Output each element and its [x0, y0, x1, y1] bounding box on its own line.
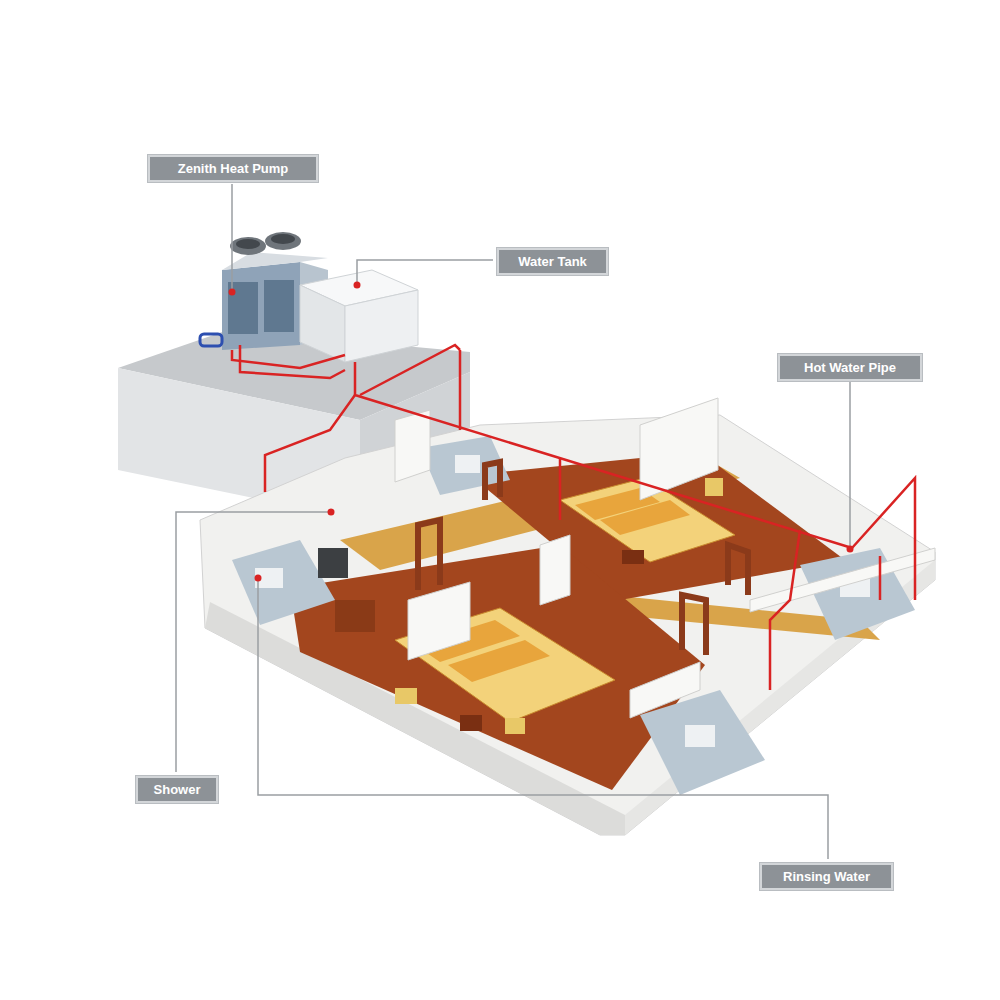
label-text: Shower — [146, 781, 208, 798]
callout-label: Hot Water Pipe — [778, 354, 922, 381]
door-frames-part — [682, 595, 706, 655]
callout-label: Water Tank — [497, 248, 608, 275]
callout-label: Rinsing Water — [760, 863, 893, 890]
heat-pump-unit-part — [230, 237, 266, 255]
leader-lines-part — [231, 184, 233, 290]
water-tank-part — [300, 285, 345, 362]
callout-dots-part — [229, 289, 236, 296]
hot-water-pipes-part — [265, 395, 355, 492]
lower-bedroom — [290, 545, 705, 790]
label-text: Hot Water Pipe — [788, 359, 912, 376]
hot-water-pipes-part — [360, 345, 460, 395]
water-tank-part — [345, 290, 418, 362]
lower-bedroom-part — [290, 545, 705, 790]
heat-pump-unit-part — [222, 262, 300, 350]
water-tank — [300, 270, 418, 362]
callout-dots-part — [328, 509, 335, 516]
bathrooms-part — [685, 725, 715, 747]
upper-bedroom-part — [705, 478, 723, 496]
floor-slab-part — [200, 415, 935, 835]
lower-bedroom-part — [395, 688, 417, 704]
bathrooms — [232, 436, 915, 795]
heat-pump-unit-part — [236, 239, 260, 249]
upper-bedroom-part — [600, 500, 690, 535]
bathrooms-part — [318, 548, 348, 578]
heat-pump-unit-part — [265, 232, 301, 250]
leader-lines-part — [258, 580, 828, 859]
door-frames-part — [418, 520, 440, 590]
door-frames-part — [485, 462, 500, 500]
upper-bedroom-part — [622, 550, 644, 564]
hot-water-pipes-part — [240, 345, 345, 378]
hot-water-pipes-part — [459, 350, 462, 430]
leader-lines-part — [176, 512, 328, 772]
leader-lines-part — [357, 260, 493, 282]
callout-label: Shower — [136, 776, 218, 803]
leader-lines-part — [849, 382, 851, 546]
partition-walls-part — [750, 548, 935, 612]
lower-bedroom-part — [448, 640, 550, 682]
door-frames — [418, 462, 748, 655]
lower-bedroom-part — [505, 718, 525, 734]
hot-water-pipes — [232, 345, 915, 690]
lower-bedroom-part — [335, 600, 375, 632]
partition-walls-part — [640, 398, 718, 500]
hot-water-pipes-part — [770, 530, 800, 690]
label-text: Rinsing Water — [770, 868, 883, 885]
callout-dots-part — [354, 282, 361, 289]
floor-slab — [200, 415, 935, 835]
hot-water-pipes-part — [559, 458, 562, 520]
lower-bedroom-part — [460, 715, 482, 731]
heat-pump-unit-part — [271, 234, 295, 244]
hot-water-pipes-part — [879, 556, 882, 600]
partition-walls-part — [540, 535, 570, 605]
heat-pump-unit-part — [228, 282, 258, 334]
label-text: Zenith Heat Pump — [158, 160, 308, 177]
bathrooms-part — [255, 568, 283, 588]
callout-dots-part — [847, 546, 854, 553]
callout-dots — [229, 282, 854, 582]
partition-walls — [395, 398, 935, 718]
hot-water-pipes-part — [232, 350, 345, 368]
leader-lines — [176, 184, 850, 859]
hot-water-pipes-part — [355, 362, 852, 548]
callout-dots-part — [255, 575, 262, 582]
partition-walls-part — [395, 410, 430, 482]
heat-pump-unit-part — [264, 280, 294, 332]
hot-water-pipes-part — [852, 478, 915, 600]
bathrooms-part — [455, 455, 480, 473]
door-frames-part — [728, 545, 748, 595]
callout-label: Zenith Heat Pump — [148, 155, 318, 182]
partition-walls-part — [408, 582, 470, 660]
label-text: Water Tank — [507, 253, 598, 270]
heat-pump-unit-part — [200, 334, 222, 346]
partition-walls-part — [630, 662, 700, 718]
heat-pump-unit-part — [222, 252, 328, 270]
